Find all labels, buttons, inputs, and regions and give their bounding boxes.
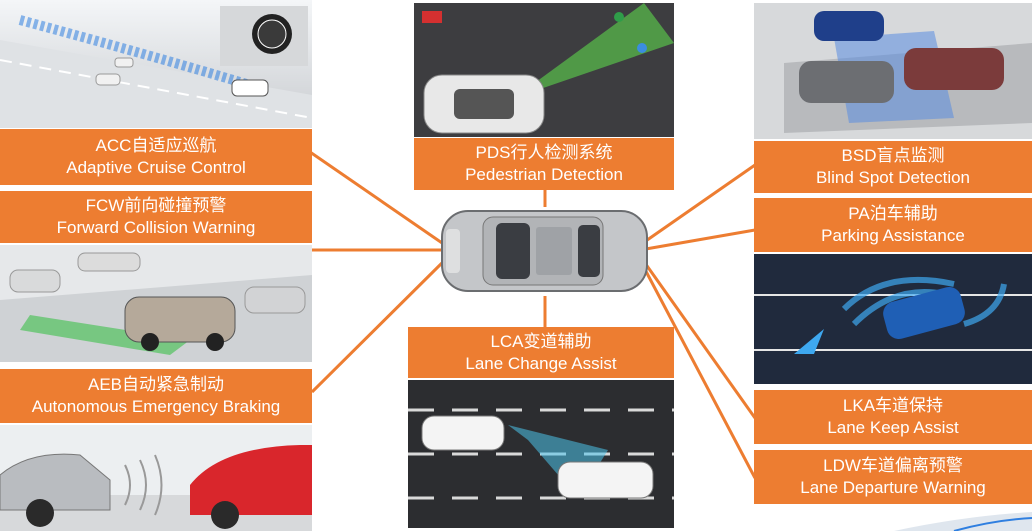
ldw-en: Lane Departure Warning [800, 478, 986, 497]
pa-cn: PA泊车辅助 [848, 204, 938, 223]
center-vehicle [438, 205, 653, 297]
lca-cn: LCA变道辅助 [490, 331, 592, 351]
fcw-cn: FCW前向碰撞预警 [85, 196, 227, 215]
connector-acc [309, 150, 446, 247]
bsd-en: Blind Spot Detection [815, 168, 971, 187]
suv-top-view-icon [441, 210, 648, 292]
lka-cn: LKA车道保持 [842, 396, 944, 415]
pds-en: Pedestrian Detection [465, 165, 623, 184]
pds-cn: PDS行人检测系统 [475, 143, 613, 162]
aeb-en: Autonomous Emergency Braking [31, 397, 281, 416]
acc-cn: ACC自适应巡航 [95, 136, 217, 155]
connector-bsd [639, 163, 756, 247]
bsd-cn: BSD盲点监测 [841, 146, 945, 165]
pa-image [754, 254, 1032, 384]
label-bsd: BSD盲点监测 Blind Spot Detection [754, 141, 1032, 193]
label-lka: LKA车道保持 Lane Keep Assist [754, 390, 1032, 444]
pds-image [414, 3, 674, 137]
bsd-image [754, 3, 1032, 139]
ldw-image-strip [754, 506, 1032, 531]
lca-image [408, 380, 674, 528]
label-fcw: FCW前向碰撞预警 Forward Collision Warning [0, 191, 312, 243]
fcw-en: Forward Collision Warning [56, 218, 256, 237]
label-pds: PDS行人检测系统 Pedestrian Detection [414, 138, 674, 190]
fcw-image [0, 245, 312, 362]
connector-pa [639, 228, 756, 252]
connector-ldw [638, 259, 757, 479]
lka-en: Lane Keep Assist [827, 418, 959, 437]
lca-en: Lane Change Assist [465, 353, 617, 373]
acc-en: Adaptive Cruise Control [66, 158, 246, 177]
acc-image [0, 0, 312, 128]
label-aeb: AEB自动紧急制动 Autonomous Emergency Braking [0, 369, 312, 423]
connector-lka [638, 255, 757, 419]
connector-aeb [310, 256, 449, 394]
aeb-image [0, 425, 312, 531]
label-pa: PA泊车辅助 Parking Assistance [754, 198, 1032, 252]
label-ldw: LDW车道偏离预警 Lane Departure Warning [754, 450, 1032, 504]
aeb-cn: AEB自动紧急制动 [87, 375, 225, 394]
ldw-cn: LDW车道偏离预警 [823, 456, 963, 475]
label-lca: LCA变道辅助 Lane Change Assist [408, 327, 674, 378]
pa-en: Parking Assistance [821, 226, 965, 245]
label-acc: ACC自适应巡航 Adaptive Cruise Control [0, 129, 312, 185]
